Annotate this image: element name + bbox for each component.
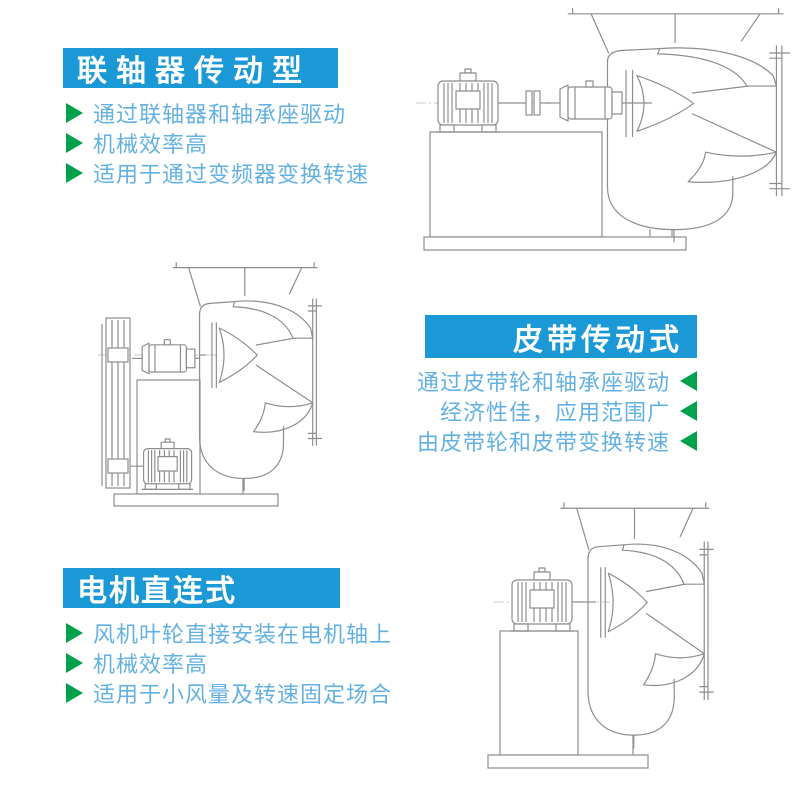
belt-drive-fan-diagram	[98, 262, 322, 507]
bullet-item: 经济性佳，应用范围广	[440, 396, 697, 426]
bullet-text: 通过联轴器和轴承座驱动	[93, 102, 347, 127]
section-title-banner-direct: 电机直连式	[63, 568, 340, 608]
fan-housing	[560, 502, 714, 749]
arrow-right-icon	[66, 103, 83, 123]
drive-base-block	[429, 131, 603, 238]
base-plate	[113, 493, 279, 507]
bullet-text: 由皮带轮和皮带变换转速	[416, 430, 670, 455]
bullet-list-direct: 风机叶轮直接安装在电机轴上 机械效率高 适用于小风量及转速固定场合	[66, 618, 392, 708]
arrow-left-icon	[680, 431, 697, 451]
bullet-text: 适用于小风量及转速固定场合	[93, 682, 393, 707]
bullet-list-coupling: 通过联轴器和轴承座驱动 机械效率高 适用于通过变频器变换转速	[66, 98, 369, 188]
bullet-list-belt: 通过皮带轮和轴承座驱动 经济性佳，应用范围广 由皮带轮和皮带变换转速	[417, 366, 697, 456]
arrow-left-icon	[680, 401, 697, 421]
bullet-item: 适用于小风量及转速固定场合	[66, 678, 392, 708]
bullet-item: 风机叶轮直接安装在电机轴上	[66, 618, 392, 648]
bullet-text: 适用于通过变频器变换转速	[93, 162, 370, 187]
bearing-pedestal	[547, 80, 629, 122]
arrow-right-icon	[66, 133, 83, 153]
arrow-right-icon	[66, 653, 83, 673]
bullet-text: 机械效率高	[93, 132, 209, 157]
pulley-bottom	[107, 458, 129, 474]
motor-icon	[435, 68, 515, 133]
belt-and-pulleys	[101, 317, 131, 489]
fan-foot	[649, 229, 673, 237]
bullet-item: 机械效率高	[66, 648, 392, 678]
bullet-text: 风机叶轮直接安装在电机轴上	[93, 622, 393, 647]
bullet-item: 通过联轴器和轴承座驱动	[66, 98, 369, 128]
drive-base-block	[499, 630, 579, 756]
bullet-item: 机械效率高	[66, 128, 369, 158]
section-title-banner-coupling: 联轴器传动型	[63, 48, 338, 88]
bullet-text: 机械效率高	[93, 652, 209, 677]
coupling-drive-fan-diagram	[416, 8, 791, 251]
base-plate	[423, 236, 687, 251]
bullet-text: 通过皮带轮和轴承座驱动	[416, 370, 670, 395]
base-plate	[487, 754, 649, 769]
bullet-item: 适用于通过变频器变换转速	[66, 158, 369, 188]
section-title-banner-belt: 皮带传动式	[425, 315, 697, 358]
arrow-right-icon	[66, 683, 83, 703]
coupling	[514, 90, 550, 116]
arrow-left-icon	[680, 371, 697, 391]
motor-icon	[509, 567, 589, 632]
bullet-item: 通过皮带轮和轴承座驱动	[417, 366, 697, 396]
section-title: 电机直连式	[77, 575, 237, 608]
section-title: 皮带传动式	[513, 323, 683, 357]
arrow-right-icon	[66, 623, 83, 643]
bullet-text: 经济性佳，应用范围广	[439, 400, 670, 425]
section-title: 联轴器传动型	[77, 55, 311, 88]
bullet-item: 由皮带轮和皮带变换转速	[417, 426, 697, 456]
bearing-pedestal	[131, 339, 201, 375]
direct-drive-fan-diagram	[487, 502, 714, 769]
pulley-top	[107, 347, 129, 363]
arrow-right-icon	[66, 163, 83, 183]
